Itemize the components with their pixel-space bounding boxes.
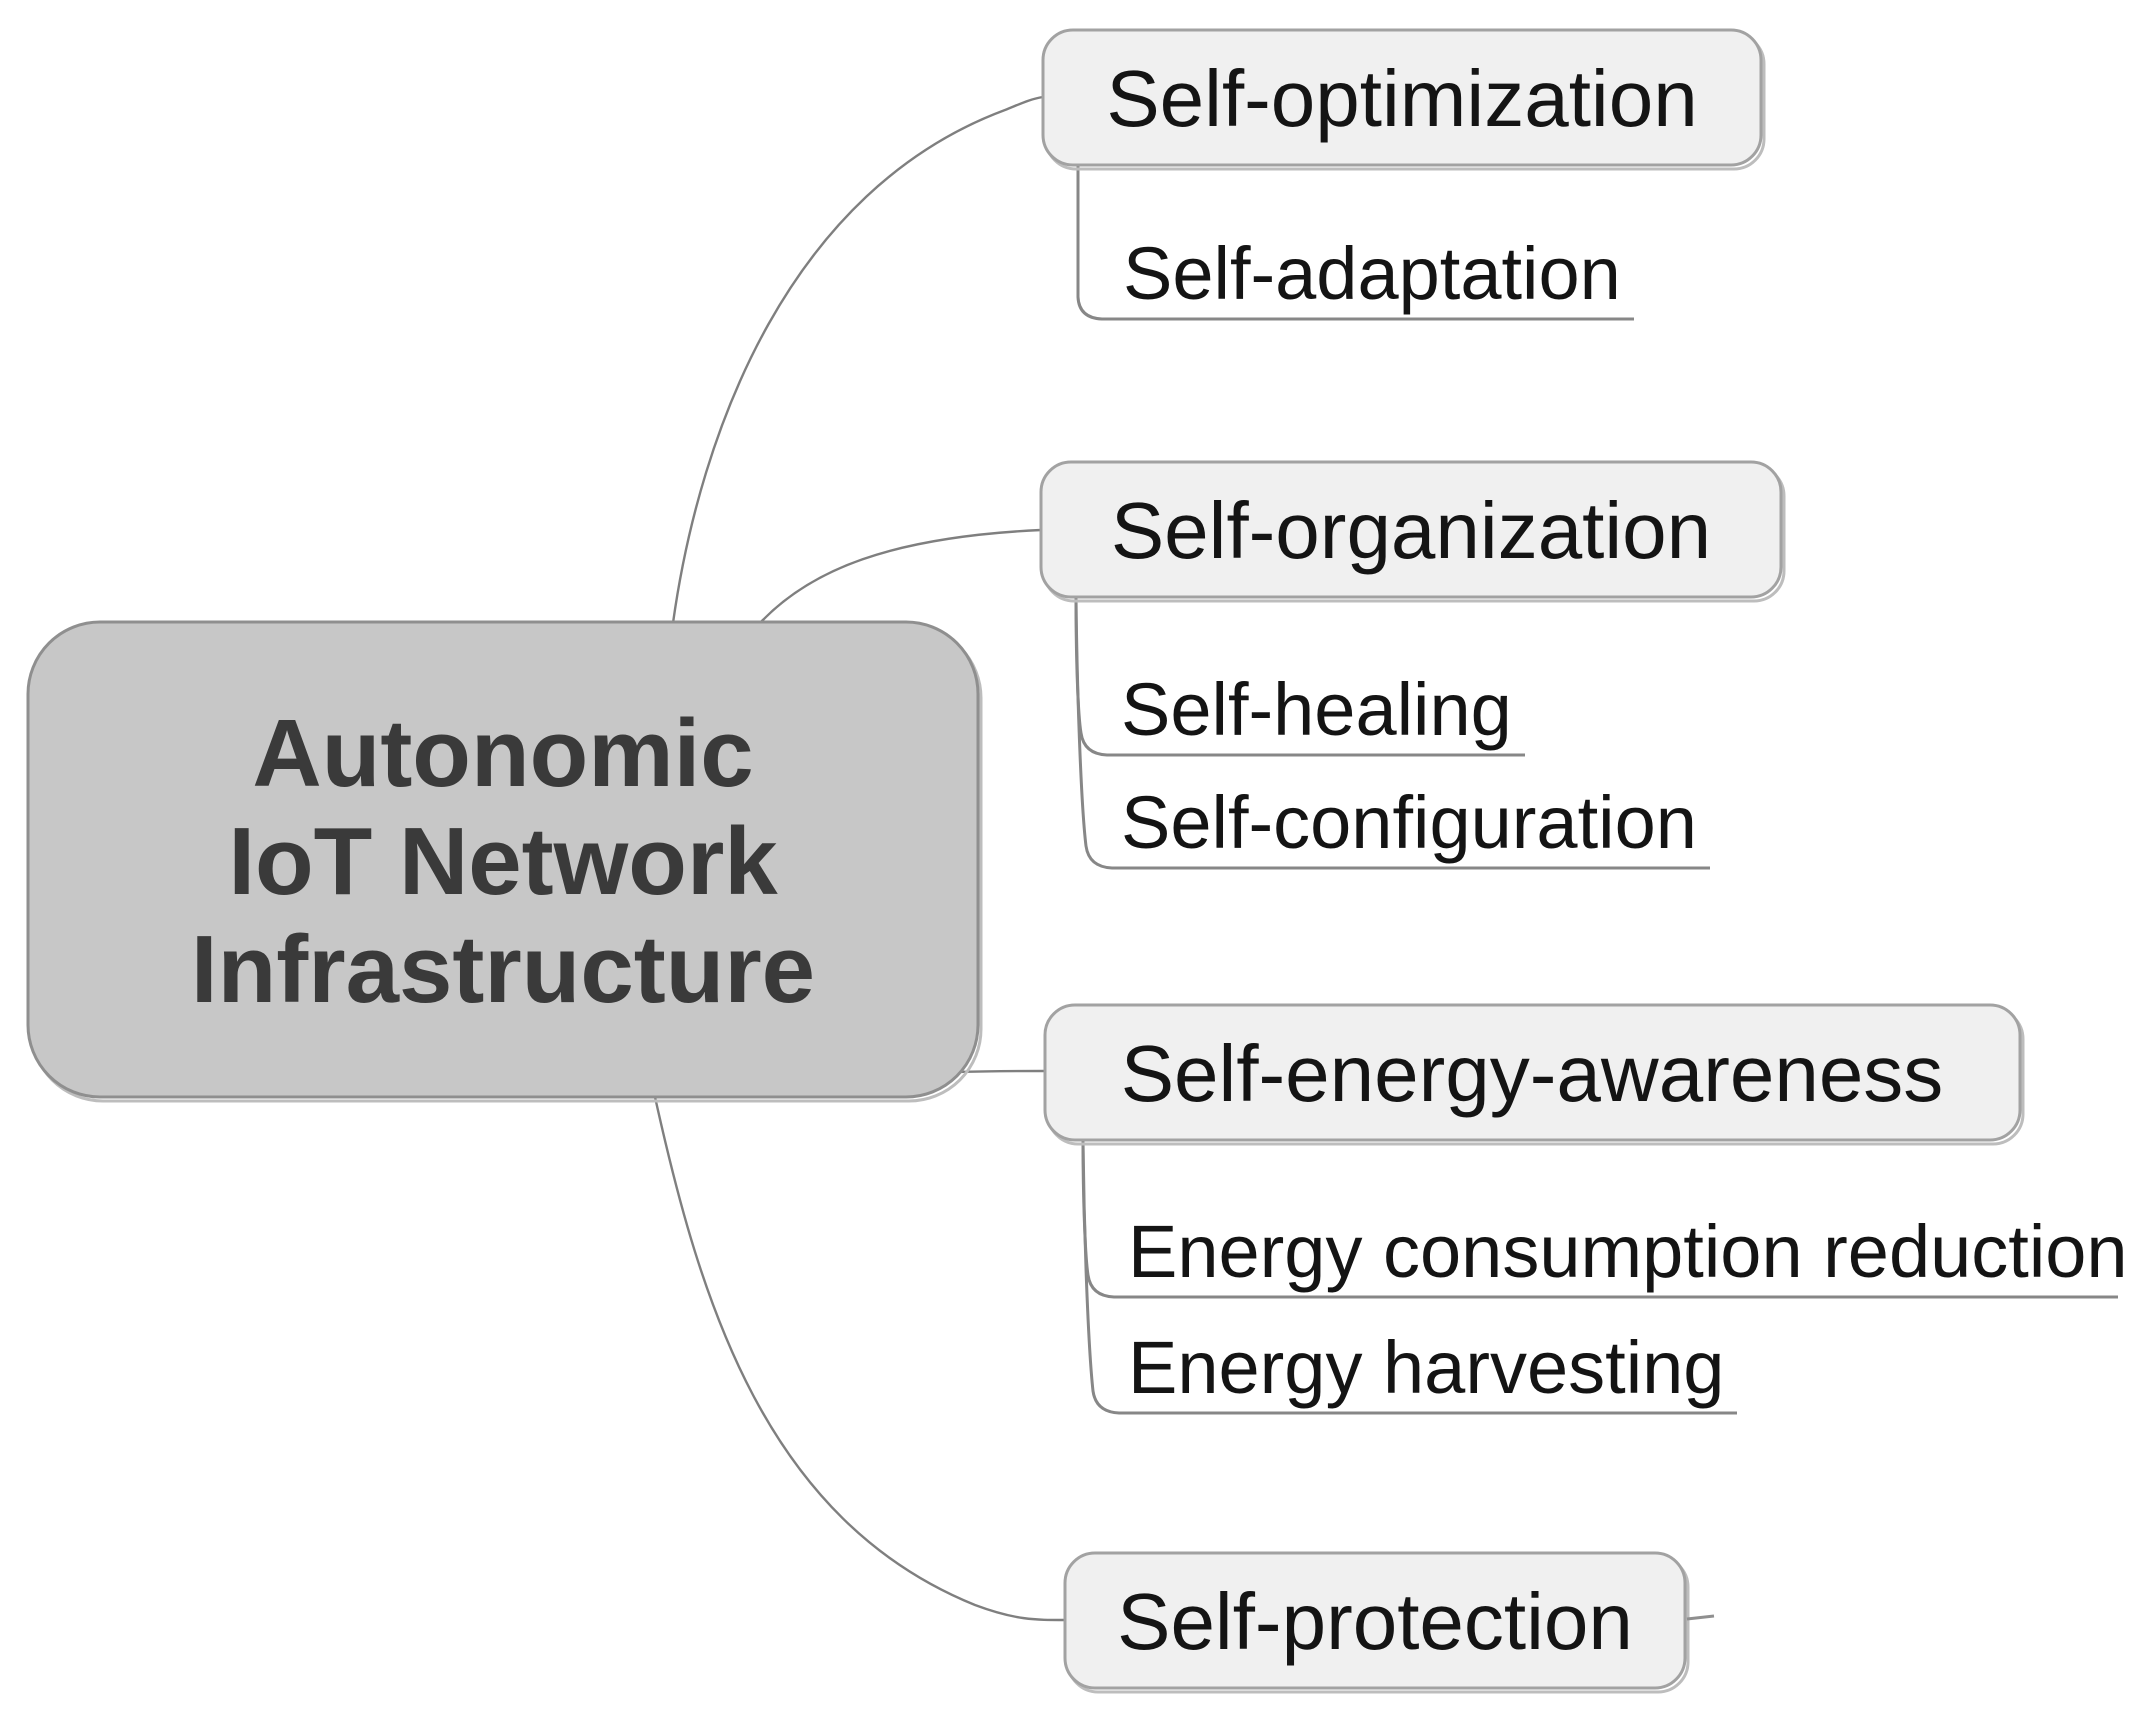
branch-box-self-energy-awareness[interactable]: [1043, 1003, 2022, 1142]
branch-label-self-protection[interactable]: Self-protection: [1117, 1577, 1633, 1666]
edge-root-to-self-protection: [653, 1096, 1066, 1622]
leaf-connectors: [1074, 166, 2118, 1415]
leaf-label-energy-consumption-reduction[interactable]: Energy consumption reduction: [1128, 1210, 2128, 1293]
branch-box-self-organization[interactable]: [1039, 460, 1783, 599]
root-label-line-3[interactable]: Infrastructure: [191, 916, 815, 1023]
leaf-connector-self-configuration: [1074, 597, 1710, 870]
branch-node-self-organization[interactable]: Self-organization: [1039, 460, 1786, 603]
leaf-connector-energy-harvesting: [1081, 1140, 1737, 1415]
branch-label-self-optimization[interactable]: Self-optimization: [1106, 54, 1697, 143]
branch-label-self-energy-awareness[interactable]: Self-energy-awareness: [1121, 1029, 1944, 1118]
leaf-label-self-configuration[interactable]: Self-configuration: [1121, 781, 1697, 864]
edge-root-to-self-energy-awareness: [957, 1069, 1046, 1074]
leaf-label-self-adaptation[interactable]: Self-adaptation: [1123, 232, 1621, 315]
root-label-line-2[interactable]: IoT Network: [228, 808, 778, 915]
leaf-label-self-healing[interactable]: Self-healing: [1121, 668, 1512, 751]
branch-box-self-optimization[interactable]: [1041, 28, 1763, 167]
branch-node-self-optimization[interactable]: Self-optimization: [1041, 28, 1766, 171]
edge-root-to-self-optimization: [671, 95, 1044, 624]
leaf-connector-self-adaptation: [1076, 166, 1634, 321]
collapsed-children-indicator-self-protection[interactable]: [1686, 1614, 1715, 1621]
root-node[interactable]: Autonomic IoT Network Infrastructure: [26, 620, 983, 1103]
edge-root-to-self-organization: [759, 528, 1042, 624]
branch-label-self-organization[interactable]: Self-organization: [1111, 486, 1711, 575]
branch-node-self-energy-awareness[interactable]: Self-energy-awareness: [1043, 1003, 2025, 1146]
branch-box-self-protection[interactable]: [1063, 1551, 1687, 1690]
root-node-box[interactable]: [26, 620, 980, 1099]
branch-node-self-protection[interactable]: Self-protection: [1063, 1551, 1690, 1694]
leaf-label-energy-harvesting[interactable]: Energy harvesting: [1128, 1326, 1724, 1409]
root-label-line-1[interactable]: Autonomic: [252, 700, 753, 807]
